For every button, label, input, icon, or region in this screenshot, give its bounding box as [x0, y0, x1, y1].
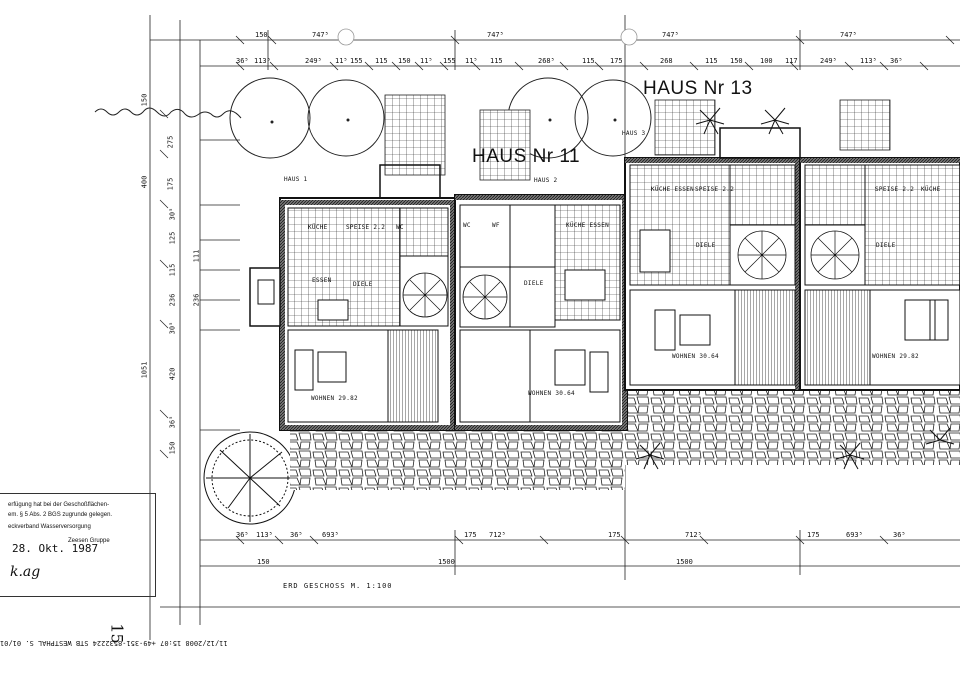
- dimension-label: 150: [168, 441, 177, 455]
- drawing-caption: ERD GESCHOSS M. 1:100: [283, 582, 393, 590]
- dimension-label: 155: [350, 57, 363, 65]
- dimension-label: 11⁵: [420, 57, 433, 65]
- room-label: WOHNEN 30.64: [672, 353, 719, 360]
- dimension-label: 712⁵: [685, 531, 702, 539]
- dimension-label: 115: [582, 57, 595, 65]
- house-13-label: HAUS Nr 13: [643, 78, 753, 99]
- dimension-label: 175: [166, 177, 175, 191]
- house-11-label: HAUS Nr 11: [472, 146, 581, 167]
- room-label: SPEISE 2.2: [695, 186, 735, 193]
- room-label: SPEISE 2.2: [346, 224, 386, 231]
- dimension-label: 236: [168, 293, 177, 307]
- dimension-label: 268⁵: [538, 57, 555, 65]
- room-label: SPEISE 2.2: [875, 186, 915, 193]
- page-mark: 15: [107, 623, 127, 644]
- dimension-label: 275: [166, 135, 175, 149]
- dimension-label: 113⁵: [860, 57, 877, 65]
- dimension-label: 36⁵: [290, 531, 303, 539]
- room-label: WF: [492, 222, 500, 229]
- room-label: WOHNEN 29.82: [872, 353, 919, 360]
- dimension-label: 115: [168, 263, 177, 277]
- house-1: [249, 197, 456, 431]
- dimension-label: 175: [807, 531, 820, 539]
- dimension-label: 36⁵: [893, 531, 906, 539]
- house-2: [454, 194, 628, 431]
- dimension-label: 175: [610, 57, 623, 65]
- dimension-label: 11⁵: [465, 57, 478, 65]
- dimension-label: 36⁵: [236, 531, 249, 539]
- room-label: KÜCHE: [921, 186, 941, 193]
- dimension-label: 420: [168, 367, 177, 381]
- dimension-label: 111: [192, 249, 201, 263]
- room-label: KÜCHE ESSEN: [651, 186, 695, 193]
- dimension-label: 268: [660, 57, 673, 65]
- dimension-label: 113⁵: [256, 531, 273, 539]
- dimension-label: 747⁵: [487, 31, 504, 39]
- dimension-label: 150: [730, 57, 743, 65]
- tree-large: [203, 431, 297, 525]
- dimension-label: 175: [464, 531, 477, 539]
- dimension-label: 1051: [140, 361, 149, 379]
- dimension-label: 11⁵: [335, 57, 348, 65]
- dimension-label: 400: [140, 175, 149, 189]
- signature: k.ag: [10, 564, 41, 580]
- dimension-label: 693⁵: [846, 531, 863, 539]
- room-label: DIELE: [696, 242, 716, 249]
- room-label: KÜCHE ESSEN: [566, 222, 610, 229]
- room-label: DIELE: [353, 281, 373, 288]
- dimension-label: 115: [705, 57, 718, 65]
- dimension-label: 175: [608, 531, 621, 539]
- axis-lines: [149, 15, 960, 640]
- stamp-date: 28. Okt. 1987: [12, 542, 99, 555]
- dimension-label: 30⁵: [168, 321, 177, 335]
- dimension-label: 150: [257, 558, 270, 566]
- house-4: [799, 157, 960, 391]
- stamp-line: erfügung hat bei der Geschoßflächen-: [8, 502, 110, 508]
- tree-canopies: [229, 77, 652, 159]
- dimension-label: 236: [192, 293, 201, 307]
- room-label: WC: [396, 224, 404, 231]
- dimension-label: 1500: [438, 558, 455, 566]
- room-label: WOHNEN 29.82: [311, 395, 358, 402]
- dimension-label: 36⁵: [890, 57, 903, 65]
- haus-3-label: HAUS 3: [622, 130, 646, 137]
- room-label: KÜCHE: [308, 224, 328, 231]
- room-label: ESSEN: [312, 277, 332, 284]
- dimension-label: 117: [785, 57, 798, 65]
- dimension-label: 113⁵: [254, 57, 271, 65]
- dimension-label: 249⁵: [820, 57, 837, 65]
- haus-2-label: HAUS 2: [534, 177, 558, 184]
- haus-1-label: HAUS 1: [284, 176, 308, 183]
- stamp-line: Zeesen Gruppe: [68, 538, 110, 544]
- dimension-label: 747⁵: [840, 31, 857, 39]
- dimension-label: 712⁵: [489, 531, 506, 539]
- dimension-label: 115: [375, 57, 388, 65]
- dimension-label: 150: [398, 57, 411, 65]
- house-3: [624, 157, 801, 391]
- dimension-label: 30⁵: [168, 207, 177, 221]
- dimension-label: 1500: [676, 558, 693, 566]
- dimension-label: 36⁵: [168, 415, 177, 429]
- room-label: DIELE: [876, 242, 896, 249]
- dimension-label: 747⁵: [662, 31, 679, 39]
- dimension-label: 155: [443, 57, 456, 65]
- dimension-label: 100: [760, 57, 773, 65]
- dimension-label: 693⁵: [322, 531, 339, 539]
- approval-stamp: erfügung hat bei der Geschoßflächen- em.…: [0, 493, 156, 597]
- dimension-label: 747⁵: [312, 31, 329, 39]
- stamp-line: eckverband Wasserversorgung: [8, 524, 91, 530]
- dimension-label: 249⁵: [305, 57, 322, 65]
- dimension-label: 36⁵: [236, 57, 249, 65]
- dimension-label: 115: [490, 57, 503, 65]
- dimension-label: 125: [168, 231, 177, 245]
- shrubs: [635, 107, 955, 470]
- room-label: DIELE: [524, 280, 544, 287]
- room-label: WOHNEN 30.64: [528, 390, 575, 397]
- dimension-label: 150: [140, 93, 149, 107]
- room-label: WC: [463, 222, 471, 229]
- dimension-label: 150: [255, 31, 268, 39]
- fax-header: 11/12/2008 15:07 +49-351-8532224 STB WES…: [0, 639, 228, 647]
- stamp-line: em. § 5 Abs. 2 BGS zugrunde gelegen.: [8, 512, 113, 518]
